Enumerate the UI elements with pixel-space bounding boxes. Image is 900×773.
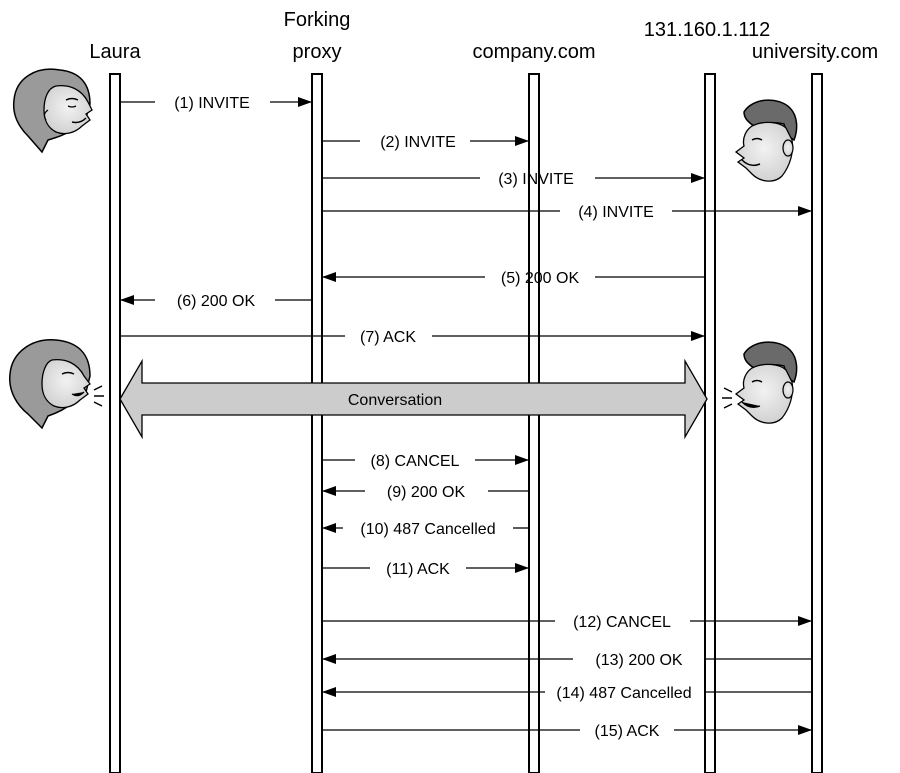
msg-5-label: (5) 200 OK [501, 270, 580, 287]
msg-13-label: (13) 200 OK [595, 652, 682, 669]
header-laura: Laura [89, 41, 141, 63]
msg-12: (12) CANCEL [322, 614, 811, 631]
msg-14-label: (14) 487 Cancelled [556, 685, 691, 702]
msg-8-label: (8) CANCEL [371, 453, 460, 470]
msg-4-label: (4) INVITE [578, 204, 654, 221]
msg-13: (13) 200 OK [323, 652, 812, 669]
msg-7-label: (7) ACK [360, 329, 416, 346]
lifeline-laura [110, 74, 120, 773]
msg-11: (11) ACK [322, 561, 528, 578]
msg-6: (6) 200 OK [121, 293, 312, 310]
header-proxy-line1: Forking [284, 9, 351, 31]
msg-11-label: (11) ACK [386, 561, 450, 578]
msg-15: (15) ACK [322, 723, 811, 740]
msg-2-label: (2) INVITE [380, 134, 456, 151]
callee-talking-face-icon [722, 342, 797, 423]
msg-3-label: (3) INVITE [498, 171, 574, 188]
header-university: university.com [752, 41, 878, 63]
msg-9-label: (9) 200 OK [387, 484, 466, 501]
msg-5: (5) 200 OK [323, 270, 705, 287]
msg-2: (2) INVITE [322, 134, 528, 151]
laura-talking-face-icon [10, 340, 104, 428]
msg-8: (8) CANCEL [322, 453, 528, 470]
laura-face-icon [14, 69, 92, 152]
msg-4: (4) INVITE [322, 204, 811, 221]
msg-12-label: (12) CANCEL [573, 614, 671, 631]
msg-14: (14) 487 Cancelled [323, 685, 812, 702]
msg-10: (10) 487 Cancelled [323, 521, 529, 538]
msg-1-label: (1) INVITE [174, 95, 250, 112]
msg-3: (3) INVITE [322, 171, 704, 188]
msg-1: (1) INVITE [120, 95, 311, 112]
msg-9: (9) 200 OK [323, 484, 529, 501]
lifeline-proxy [312, 74, 322, 773]
conversation-arrow: Conversation [120, 361, 707, 437]
callee-face-icon [736, 100, 797, 181]
header-ip: 131.160.1.112 [644, 19, 770, 41]
msg-6-label: (6) 200 OK [177, 293, 256, 310]
lifeline-ip [705, 74, 715, 773]
msg-10-label: (10) 487 Cancelled [360, 521, 495, 538]
header-company: company.com [472, 41, 595, 63]
lifeline-university [812, 74, 822, 773]
header-proxy-line2: proxy [293, 41, 342, 63]
msg-7: (7) ACK [120, 329, 704, 346]
msg-15-label: (15) ACK [595, 723, 660, 740]
conversation-label: Conversation [348, 392, 442, 409]
